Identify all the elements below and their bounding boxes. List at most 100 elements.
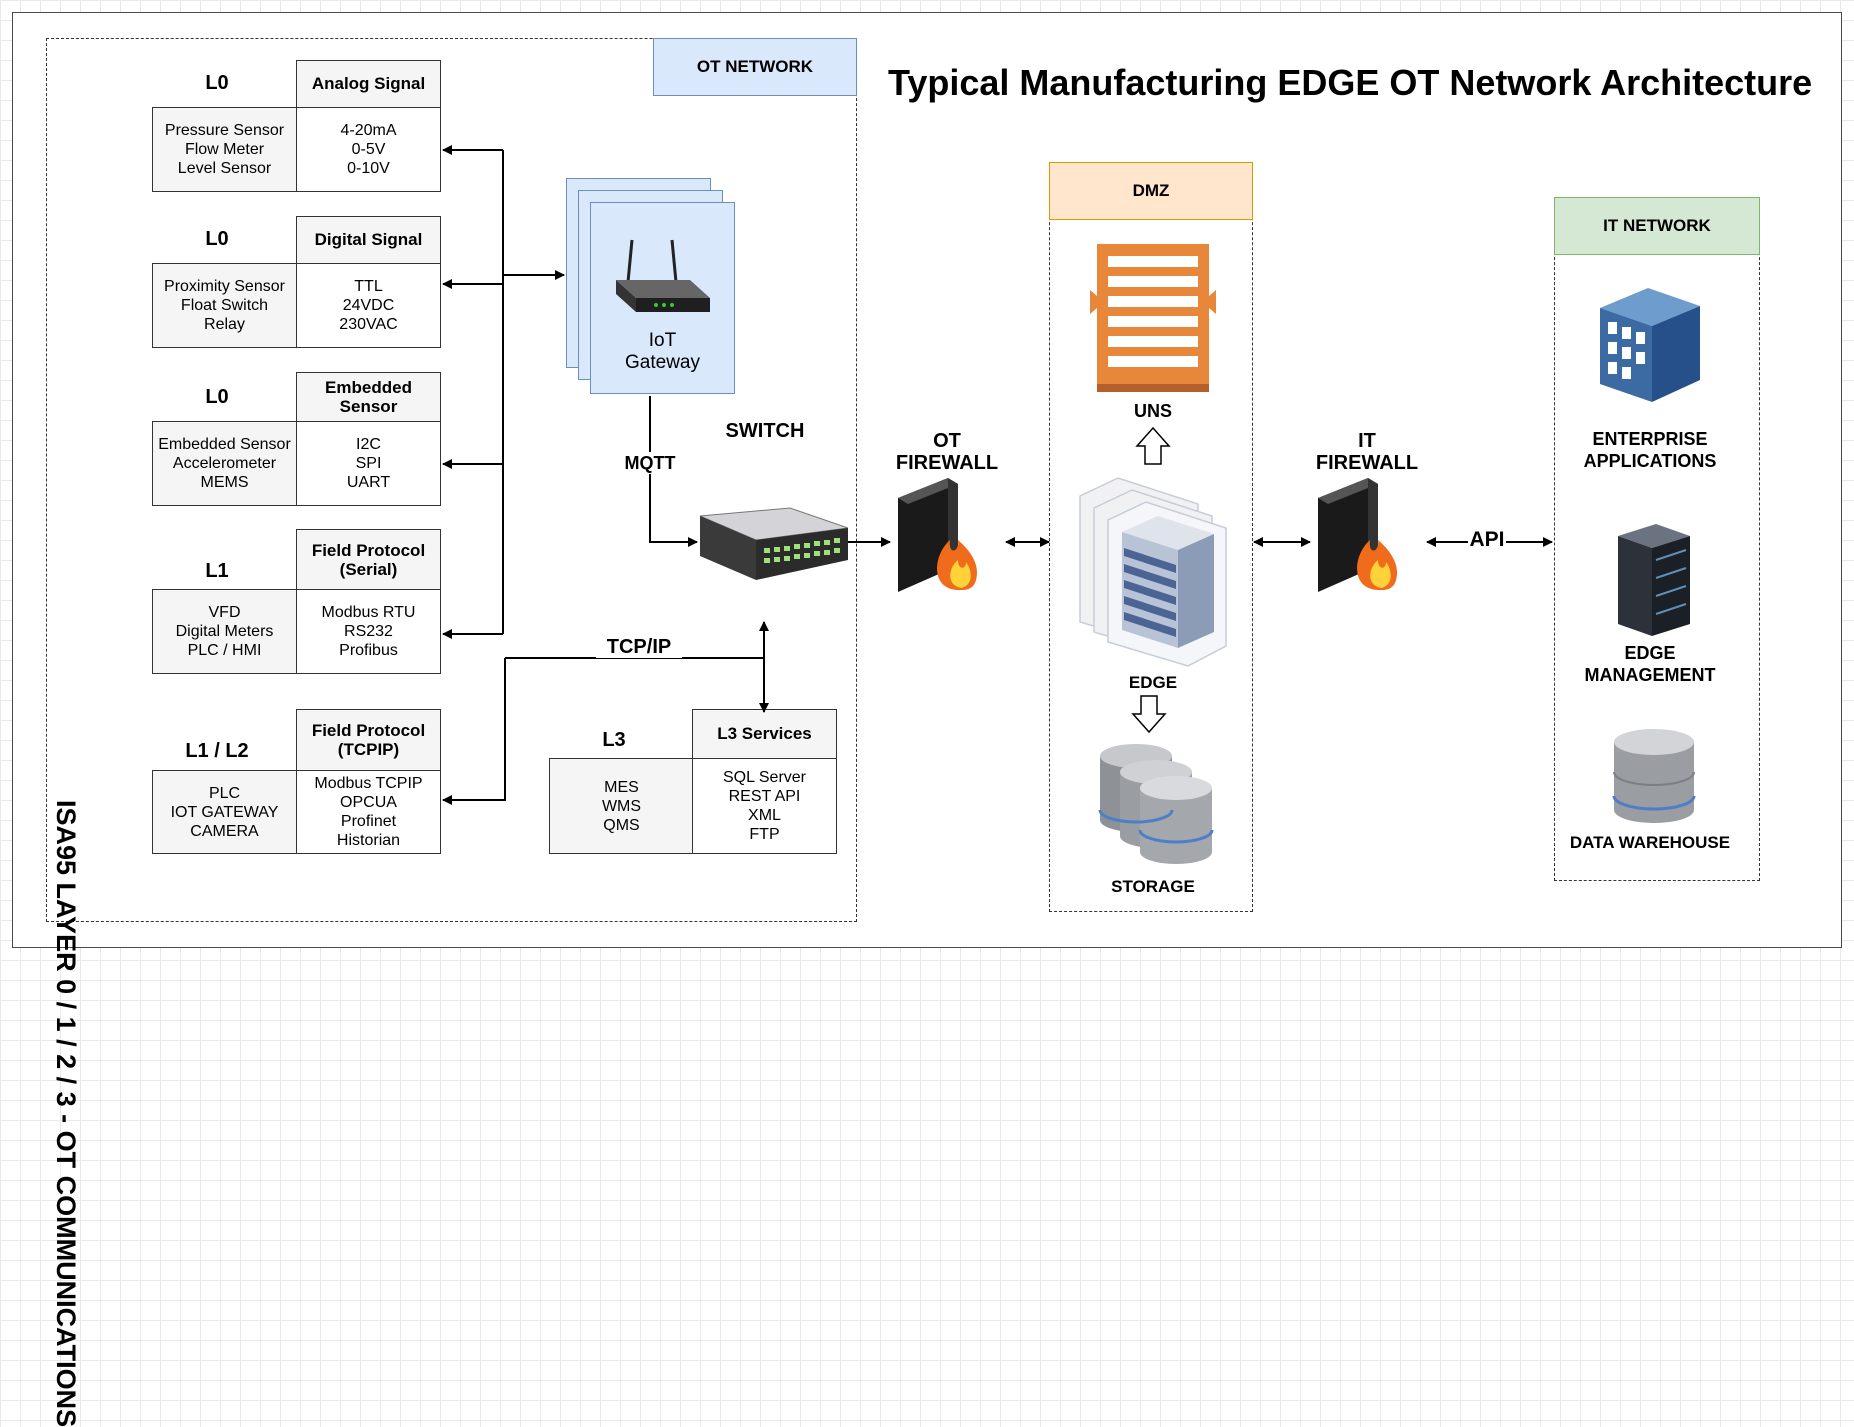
signal-list-digital: TTL 24VDC 230VAC — [296, 263, 441, 348]
signal-name: TTL — [354, 278, 383, 295]
iot-gateway-label: IoT Gateway — [590, 330, 735, 374]
label-line: EDGE — [1624, 643, 1676, 663]
uns-up-arrow — [1135, 426, 1171, 465]
header-line: Field Protocol — [311, 540, 426, 560]
uns-broker-icon — [1090, 244, 1216, 392]
connector-layer — [442, 145, 1700, 864]
device-list-analog: Pressure Sensor Flow Meter Level Sensor — [152, 107, 297, 192]
l3-device-list: MES WMS QMS — [549, 758, 694, 854]
signal-name: RS232 — [344, 623, 393, 640]
device-name: QMS — [603, 816, 640, 834]
device-name: Flow Meter — [184, 141, 265, 158]
mqtt-line — [649, 396, 698, 547]
header-line: (Serial) — [339, 559, 398, 579]
device-name: Embedded Sensor — [158, 436, 291, 453]
label-line: FIREWALL — [1315, 452, 1419, 474]
mqtt-label: MQTT — [612, 452, 688, 474]
level-label: L3 — [602, 729, 626, 751]
signal-list-analog: 4-20mA 0-5V 0-10V — [296, 107, 441, 192]
label-line: IoT — [648, 330, 677, 351]
signal-list-embedded: I2C SPI UART — [296, 421, 441, 506]
service-name: REST API — [728, 788, 801, 805]
service-name: SQL Server — [723, 769, 806, 786]
device-name: Relay — [204, 316, 245, 333]
signal-name: UART — [346, 474, 391, 491]
signal-list-serial: Modbus RTU RS232 Profibus — [296, 589, 441, 674]
signal-name: 0-10V — [347, 160, 390, 177]
device-name: Float Switch — [180, 297, 269, 314]
diagram-title: Typical Manufacturing EDGE OT Network Ar… — [888, 62, 1813, 103]
label-line: ENTERPRISE — [1592, 429, 1708, 449]
level-label: L0 — [205, 228, 229, 250]
storage-label: STORAGE — [1111, 877, 1195, 896]
layer-header-serial: Field Protocol (Serial) — [296, 529, 441, 590]
edge-server-stack-icon — [1079, 477, 1227, 667]
device-list-serial: VFD Digital Meters PLC / HMI — [152, 589, 297, 674]
network-switch-icon — [699, 507, 849, 580]
edge-label: EDGE — [1128, 673, 1178, 692]
data-warehouse-label: DATA WAREHOUSE — [1569, 833, 1731, 852]
building-icon — [1600, 288, 1700, 402]
uns-label: UNS — [1133, 401, 1172, 421]
device-name: PLC — [208, 784, 241, 802]
label-line: FIREWALL — [895, 452, 999, 474]
ot-network-zone — [46, 38, 857, 922]
header-line: Field Protocol — [311, 721, 426, 740]
signal-name: 0-5V — [351, 141, 386, 158]
ot-firewall-label: OT FIREWALL — [880, 430, 1014, 474]
firewall-icon — [1318, 478, 1398, 592]
device-name: MEMS — [200, 474, 249, 491]
device-name: VFD — [208, 604, 241, 621]
storage-down-arrow — [1131, 695, 1167, 734]
level-label: L0 — [205, 72, 229, 94]
firewall-icon — [898, 478, 978, 592]
device-name: PLC / HMI — [187, 642, 262, 659]
signal-name: Historian — [336, 832, 401, 849]
device-name: Proximity Sensor — [164, 278, 285, 295]
device-name: Level Sensor — [177, 160, 272, 177]
switch-label: SWITCH — [725, 420, 805, 442]
device-name: IOT GATEWAY — [170, 803, 279, 821]
edge-management-label: EDGE MANAGEMENT — [1560, 642, 1740, 686]
database-icon — [1612, 729, 1696, 823]
header-line: (TCPIP) — [337, 740, 400, 759]
ot-network-header: OT NETWORK — [653, 38, 857, 96]
service-name: FTP — [749, 826, 780, 843]
layer-header-analog: Analog Signal — [296, 60, 441, 108]
signal-name: 4-20mA — [340, 122, 397, 139]
database-icon — [1098, 744, 1214, 864]
signal-list-tcpip: Modbus TCPIP OPCUA Profinet Historian — [296, 770, 441, 854]
label-line: Gateway — [625, 352, 700, 373]
it-network-header: IT NETWORK — [1554, 197, 1760, 255]
label-line: OT — [933, 430, 961, 452]
tcpip-label: TCP/IP — [596, 636, 682, 658]
device-name: MES — [604, 778, 639, 796]
enterprise-applications-label: ENTERPRISE APPLICATIONS — [1560, 428, 1740, 472]
it-firewall-label: IT FIREWALL — [1300, 430, 1434, 474]
header-line: Embedded — [325, 378, 412, 397]
device-list-digital: Proximity Sensor Float Switch Relay — [152, 263, 297, 348]
device-name: Accelerometer — [172, 455, 277, 472]
service-name: XML — [748, 807, 781, 824]
label-line: APPLICATIONS — [1583, 451, 1717, 471]
server-rack-icon — [1618, 524, 1690, 636]
header-line: Sensor — [339, 397, 398, 416]
label-line: MANAGEMENT — [1584, 665, 1716, 685]
api-label: API — [1469, 528, 1505, 551]
device-name: Digital Meters — [175, 623, 274, 640]
device-name: WMS — [601, 797, 642, 815]
signal-name: Modbus RTU — [321, 604, 416, 621]
signal-name: OPCUA — [340, 794, 397, 811]
level-label: L1 — [205, 560, 229, 582]
dmz-header: DMZ — [1049, 162, 1253, 220]
signal-name: 230VAC — [339, 316, 398, 333]
level-label: L1 / L2 — [185, 740, 249, 762]
tcpip-arrow-fieldbus — [442, 658, 506, 805]
l3-services-header: L3 Services — [692, 709, 837, 759]
l3-service-list: SQL Server REST API XML FTP — [692, 758, 837, 854]
signal-name: Modbus TCPIP — [314, 775, 423, 792]
level-label: L0 — [205, 386, 229, 408]
signal-name: Profinet — [340, 813, 397, 830]
device-name: Pressure Sensor — [164, 122, 285, 139]
label-line: IT — [1358, 430, 1376, 452]
